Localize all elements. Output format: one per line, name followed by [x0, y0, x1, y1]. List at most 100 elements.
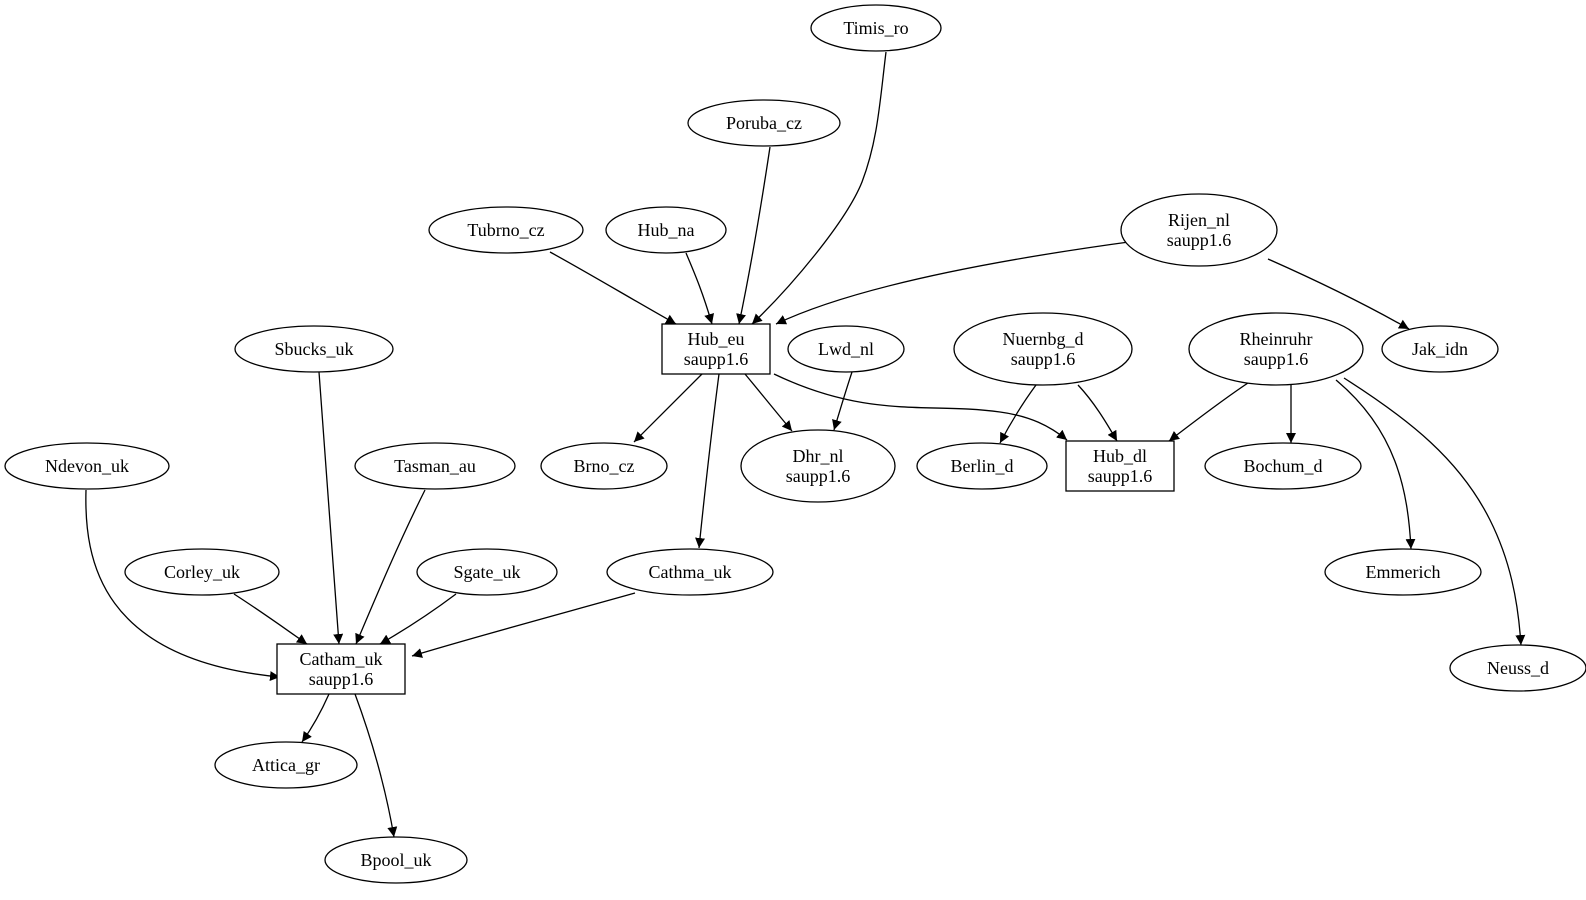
node-ellipse [1324, 548, 1482, 596]
node-ellipse [416, 548, 558, 596]
edges-layer [85, 51, 1526, 838]
node-label: Hub_eu [688, 329, 745, 349]
node-ellipse [124, 548, 280, 596]
edge-lwd-nl-to-dhr-nl [832, 371, 853, 431]
edge-hub-eu-to-hub-dl [773, 373, 1068, 441]
edge-sbucks-uk-to-catham-uk [318, 371, 344, 645]
node-corley-uk: Corley_uk [124, 548, 280, 596]
node-label: Hub_dl [1093, 446, 1147, 466]
node-label: Berlin_d [951, 456, 1014, 476]
edge-rijen-nl-to-hub-eu [775, 240, 1137, 325]
node-sbucks-uk: Sbucks_uk [234, 325, 394, 373]
node-label: Cathma_uk [649, 562, 732, 582]
node-sublabel: saupp1.6 [1167, 230, 1232, 250]
node-ellipse [540, 442, 668, 490]
node-ellipse [953, 312, 1133, 386]
node-label: Tubrno_cz [467, 220, 544, 240]
node-ellipse [605, 206, 727, 254]
edge-rheinruhr-to-emmerich [1335, 379, 1416, 550]
node-ellipse [324, 836, 468, 884]
edge-catham-uk-to-attica-gr [301, 693, 330, 743]
node-poruba-cz: Poruba_cz [687, 99, 841, 147]
edge-rheinruhr-to-neuss-d [1343, 377, 1526, 646]
node-label: Sgate_uk [454, 562, 521, 582]
node-label: Jak_idn [1412, 339, 1468, 359]
edge-timis-ro-to-hub-eu [751, 51, 887, 325]
node-brno-cz: Brno_cz [540, 442, 668, 490]
node-sublabel: saupp1.6 [684, 349, 749, 369]
node-sublabel: saupp1.6 [309, 669, 374, 689]
edge-sgate-uk-to-catham-uk [379, 593, 457, 645]
edge-tasman-au-to-catham-uk [355, 489, 426, 645]
node-label: Hub_na [638, 220, 695, 240]
node-sublabel: saupp1.6 [1244, 349, 1309, 369]
node-ellipse [606, 548, 774, 596]
node-bpool-uk: Bpool_uk [324, 836, 468, 884]
node-label: Bochum_d [1244, 456, 1323, 476]
node-label: Rheinruhr [1240, 329, 1313, 349]
node-tasman-au: Tasman_au [354, 442, 516, 490]
node-label: Timis_ro [843, 18, 908, 38]
node-label: Tasman_au [394, 456, 476, 476]
node-jak-idn: Jak_idn [1381, 325, 1499, 373]
node-box [1065, 440, 1175, 492]
node-bochum-d: Bochum_d [1204, 442, 1362, 490]
node-box [661, 323, 771, 375]
edge-tubrno-cz-to-hub-eu [549, 251, 677, 325]
node-label: Bpool_uk [360, 850, 431, 870]
edge-corley-uk-to-catham-uk [233, 593, 308, 645]
edge-nuernbg-d-to-hub-dl [1077, 384, 1118, 442]
node-ellipse [1188, 312, 1364, 386]
node-label: Corley_uk [164, 562, 240, 582]
edge-rheinruhr-to-hub-dl [1168, 380, 1252, 442]
node-ellipse [810, 4, 942, 52]
node-ellipse [740, 429, 896, 503]
node-hub-na: Hub_na [605, 206, 727, 254]
node-sublabel: saupp1.6 [1011, 349, 1076, 369]
node-label: Neuss_d [1487, 658, 1549, 678]
node-ellipse [1120, 193, 1278, 267]
edge-poruba-cz-to-hub-eu [736, 146, 771, 325]
node-emmerich: Emmerich [1324, 548, 1482, 596]
node-sgate-uk: Sgate_uk [416, 548, 558, 596]
node-berlin-d: Berlin_d [916, 442, 1048, 490]
node-ellipse [214, 741, 358, 789]
edge-rijen-nl-to-jak-idn [1267, 258, 1410, 330]
edge-hub-na-to-hub-eu [685, 252, 714, 325]
node-ellipse [687, 99, 841, 147]
node-label: Dhr_nl [793, 446, 844, 466]
edge-ndevon-uk-to-catham-uk [85, 489, 281, 682]
node-label: Lwd_nl [818, 339, 874, 359]
node-label: Rijen_nl [1168, 210, 1230, 230]
node-ellipse [1381, 325, 1499, 373]
node-label: Emmerich [1366, 562, 1441, 582]
node-label: Attica_gr [252, 755, 320, 775]
node-sublabel: saupp1.6 [1088, 466, 1153, 486]
node-ellipse [1449, 644, 1586, 692]
node-label: Catham_uk [300, 649, 383, 669]
node-label: Poruba_cz [726, 113, 802, 133]
node-attica-gr: Attica_gr [214, 741, 358, 789]
node-ndevon-uk: Ndevon_uk [4, 442, 170, 490]
node-cathma-uk: Cathma_uk [606, 548, 774, 596]
node-ellipse [4, 442, 170, 490]
node-ellipse [354, 442, 516, 490]
node-neuss-d: Neuss_d [1449, 644, 1586, 692]
node-ellipse [234, 325, 394, 373]
node-tubrno-cz: Tubrno_cz [428, 206, 584, 254]
node-ellipse [787, 325, 905, 373]
node-label: Ndevon_uk [45, 456, 129, 476]
edge-nuernbg-d-to-berlin-d [999, 384, 1037, 444]
edge-catham-uk-to-bpool-uk [354, 693, 398, 838]
node-box [276, 643, 406, 695]
node-sublabel: saupp1.6 [786, 466, 851, 486]
